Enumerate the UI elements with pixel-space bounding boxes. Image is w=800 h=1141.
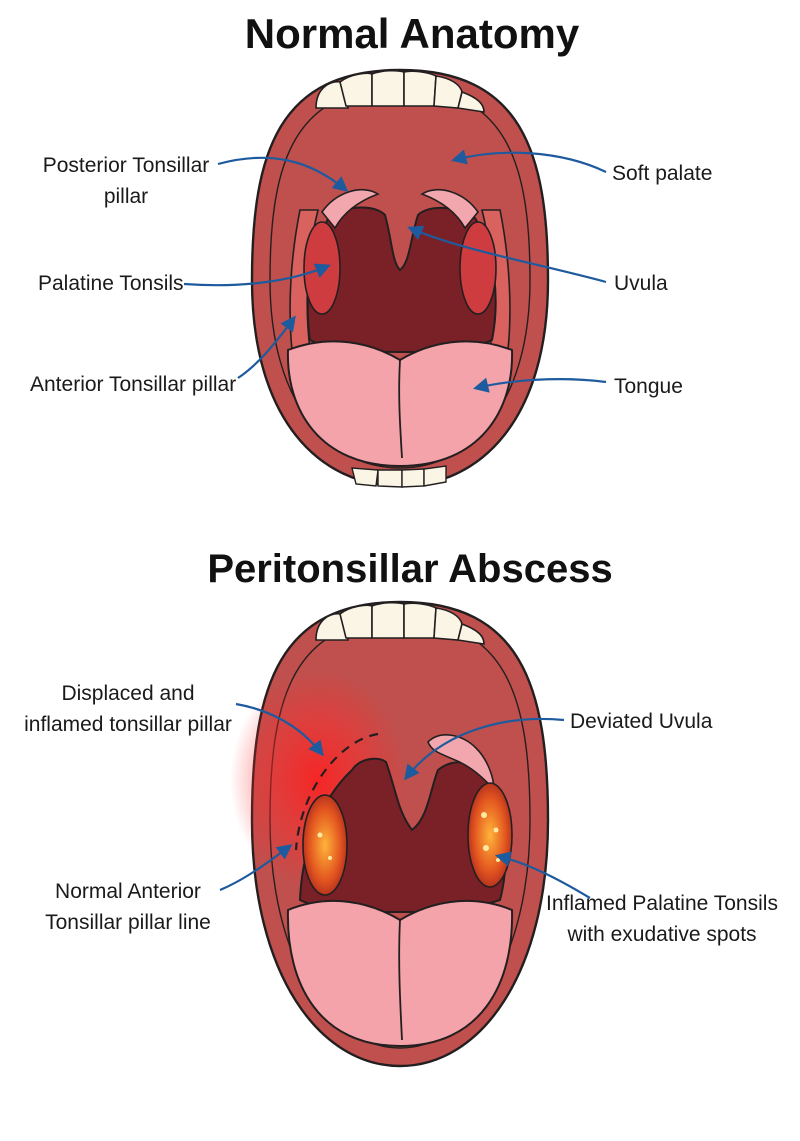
label-displaced-pillar: Displaced and inflamed tonsillar pillar bbox=[24, 682, 232, 736]
arrow-normal-pillar-line bbox=[219, 844, 293, 892]
exudative-spots bbox=[317, 812, 500, 862]
lower-teeth bbox=[351, 465, 447, 488]
label-anterior-tonsillar-pillar: Anterior Tonsillar pillar bbox=[30, 373, 236, 396]
label-uvula: Uvula bbox=[614, 272, 668, 295]
svg-text:inflamed tonsillar pillar: inflamed tonsillar pillar bbox=[24, 713, 232, 736]
panel-title-normal: Normal Anatomy bbox=[245, 10, 580, 57]
normal-pillar-dashed-line bbox=[294, 732, 379, 851]
tongue-midline bbox=[398, 359, 403, 459]
normal-mouth-illustration bbox=[250, 68, 550, 488]
svg-text:Normal Anterior: Normal Anterior bbox=[55, 880, 201, 903]
right-inflamed-tonsil bbox=[467, 782, 513, 888]
arrow-anterior-pillar bbox=[237, 315, 296, 379]
label-tongue: Tongue bbox=[614, 375, 683, 398]
right-palatine-tonsil bbox=[459, 221, 497, 315]
arrow-uvula bbox=[407, 225, 607, 284]
label-normal-pillar-line: Normal Anterior Tonsillar pillar line bbox=[45, 880, 211, 934]
svg-text:pillar: pillar bbox=[104, 185, 148, 208]
svg-text:Displaced and: Displaced and bbox=[61, 682, 194, 705]
arrow-inflamed-tonsils bbox=[495, 851, 591, 899]
arrow-palatine-tonsils bbox=[183, 263, 331, 287]
svg-text:Posterior Tonsillar: Posterior Tonsillar bbox=[43, 154, 210, 177]
label-palatine-tonsils: Palatine Tonsils bbox=[38, 272, 184, 295]
tongue-midline-abscess bbox=[398, 919, 403, 1041]
label-soft-palate: Soft palate bbox=[612, 162, 712, 185]
label-posterior-tonsillar-pillar: Posterior Tonsillar pillar bbox=[43, 154, 210, 208]
arrow-posterior-pillar bbox=[217, 156, 349, 192]
upper-teeth-abscess bbox=[315, 601, 485, 645]
left-posterior-pillar bbox=[320, 188, 380, 230]
svg-text:Inflamed Palatine Tonsils: Inflamed Palatine Tonsils bbox=[546, 892, 778, 915]
peritonsillar-abscess-panel: Peritonsillar Abscess bbox=[24, 547, 778, 1068]
panel-title-abscess: Peritonsillar Abscess bbox=[207, 547, 612, 591]
normal-anatomy-panel: Normal Anatomy bbox=[30, 10, 712, 488]
label-deviated-uvula: Deviated Uvula bbox=[570, 710, 713, 733]
arrow-displaced-pillar bbox=[235, 702, 324, 757]
right-posterior-pillar bbox=[420, 188, 480, 230]
arrow-tongue bbox=[473, 377, 607, 393]
svg-text:with exudative spots: with exudative spots bbox=[566, 923, 756, 946]
left-inflamed-tonsil bbox=[302, 794, 348, 896]
abscess-mouth-illustration bbox=[230, 600, 550, 1068]
arrow-deviated-uvula bbox=[404, 717, 565, 781]
label-inflamed-palatine-tonsils: Inflamed Palatine Tonsils with exudative… bbox=[546, 892, 778, 946]
upper-teeth bbox=[315, 69, 485, 113]
mouth-inner-edge bbox=[269, 87, 531, 469]
svg-text:Tonsillar pillar line: Tonsillar pillar line bbox=[45, 911, 211, 934]
arrow-soft-palate bbox=[451, 149, 607, 173]
